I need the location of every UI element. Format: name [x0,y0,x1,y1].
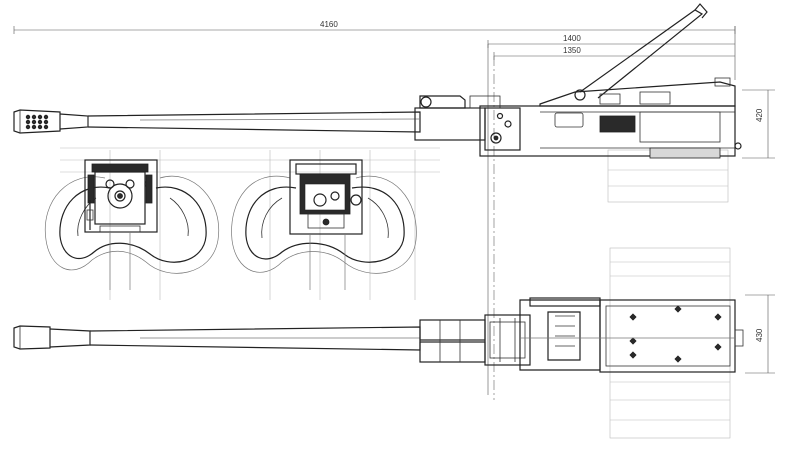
muzzle-brake [13,109,89,134]
rear-view-right [231,159,417,290]
barrel-side [87,111,421,133]
top-mount-plate [609,247,731,439]
receiver-inner-label: 1350 [563,46,581,55]
side-height-dimension: 420 [742,89,775,159]
overall-length-dimension: 4160 [13,20,736,34]
receiver-body-side [479,105,742,159]
front-view-left [44,159,220,290]
side-height-label: 420 [755,108,764,122]
overall-length-label: 4160 [320,20,338,29]
side-view [13,3,742,159]
top-width-label: 430 [755,328,764,342]
receiver-inner-dimension: 1350 [493,46,735,60]
feed-cover-lever [539,3,736,107]
receiver-outer-dimension: 1400 [487,34,735,48]
receiver-front-side [414,95,501,141]
receiver-outer-label: 1400 [563,34,581,43]
top-width-dimension: 430 [745,294,775,374]
top-view [13,297,744,373]
